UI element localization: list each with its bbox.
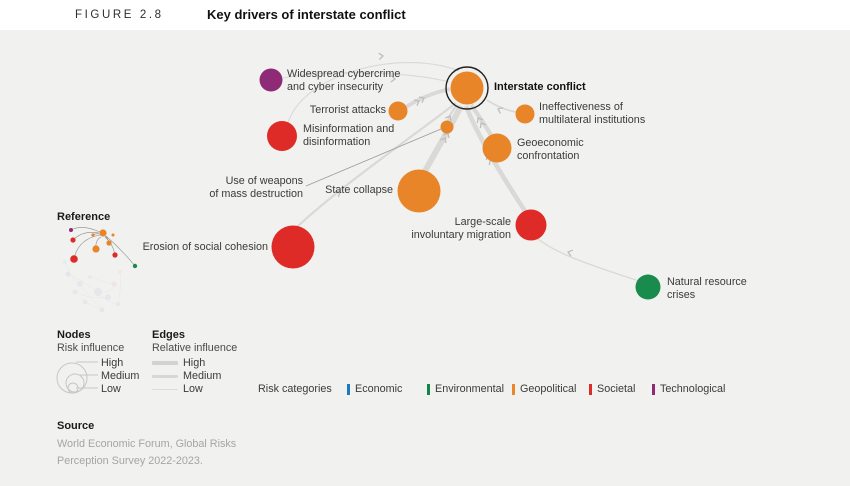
edges-legend-title: Edges <box>152 329 186 341</box>
edges-legend-medium: Medium <box>183 370 222 382</box>
edges-legend-subtitle: Relative influence <box>152 342 238 354</box>
node-natural-resource <box>635 274 661 300</box>
edge-weight-low-swatch <box>152 389 178 391</box>
edge-erosion <box>296 102 457 228</box>
node-size-legend-icon <box>56 361 98 394</box>
node-terrorist-attacks <box>388 101 408 121</box>
node-erosion <box>271 225 315 269</box>
category-geopolitical-label: Geopolitical <box>520 383 577 395</box>
category-economic-label: Economic <box>355 383 403 395</box>
node-migration <box>515 209 547 241</box>
node-ineffectiveness <box>515 104 535 124</box>
edge-cybercrime <box>282 72 450 83</box>
technological-color-swatch <box>652 384 655 395</box>
node-misinformation <box>267 121 297 151</box>
node-geoeconomic <box>482 133 512 163</box>
label-state-collapse: State collapse <box>325 184 393 196</box>
node-interstate-conflict <box>450 71 484 105</box>
nodes-legend-title: Nodes <box>57 329 91 341</box>
interstate-conflict-ring <box>445 66 489 110</box>
environmental-color-swatch <box>427 384 430 395</box>
reference-minimap <box>63 227 138 313</box>
edges-legend-high: High <box>183 357 206 369</box>
label-ineffectiveness: Ineffectiveness of multilateral institut… <box>539 101 646 126</box>
node-cybercrime <box>259 68 283 92</box>
node-state-collapse <box>397 169 441 213</box>
nodes-legend-subtitle: Risk influence <box>57 342 125 354</box>
figure-number: FIGURE 2.8 <box>75 9 164 21</box>
edge-weight-medium-swatch <box>152 375 178 378</box>
nodes-legend-medium: Medium <box>101 370 140 382</box>
risk-categories-title: Risk categories <box>258 383 332 395</box>
figure-canvas: Widespread cybercrime and cyber insecuri… <box>0 30 850 486</box>
geopolitical-color-swatch <box>512 384 515 395</box>
economic-color-swatch <box>347 384 350 395</box>
category-environmental-label: Environmental <box>435 383 505 395</box>
source-text: World Economic Forum, Global Risks Perce… <box>57 438 237 468</box>
label-misinformation: Misinformation and disinformation <box>303 123 395 148</box>
edge-terrorist-attacks <box>404 87 451 109</box>
node-layer <box>259 66 661 300</box>
label-wmd: Use of weapons of mass destruction <box>209 175 303 200</box>
edge-weight-high-swatch <box>152 361 178 365</box>
label-cybercrime: Widespread cybercrime and cyber insecuri… <box>287 68 401 93</box>
societal-color-swatch <box>589 384 592 395</box>
edge-misinformation <box>286 62 460 127</box>
minimap-faded-network <box>63 260 122 313</box>
category-technological-label: Technological <box>660 383 726 395</box>
category-societal-label: Societal <box>597 383 636 395</box>
network-diagram <box>259 52 661 300</box>
label-migration: Large-scale involuntary migration <box>411 216 511 241</box>
label-natural-resource: Natural resource crises <box>667 276 747 301</box>
source-title: Source <box>57 420 95 432</box>
minimap-nodes <box>69 228 138 269</box>
node-wmd <box>440 120 454 134</box>
label-geoeconomic: Geoeconomic confrontation <box>517 137 584 162</box>
nodes-legend-low: Low <box>101 383 121 395</box>
edge-ineffectiveness <box>486 99 517 113</box>
reference-title: Reference <box>57 211 111 223</box>
edge-natural-resource <box>527 228 640 282</box>
label-terrorist-attacks: Terrorist attacks <box>309 104 386 116</box>
wmd-label-pointer <box>305 128 442 187</box>
nodes-legend-high: High <box>101 357 124 369</box>
edges-legend-low: Low <box>183 383 203 395</box>
label-interstate-conflict: Interstate conflict <box>494 81 586 93</box>
page-title: Key drivers of interstate conflict <box>207 7 406 22</box>
label-erosion: Erosion of social cohesion <box>142 241 268 253</box>
edge-state-collapse <box>422 104 464 173</box>
